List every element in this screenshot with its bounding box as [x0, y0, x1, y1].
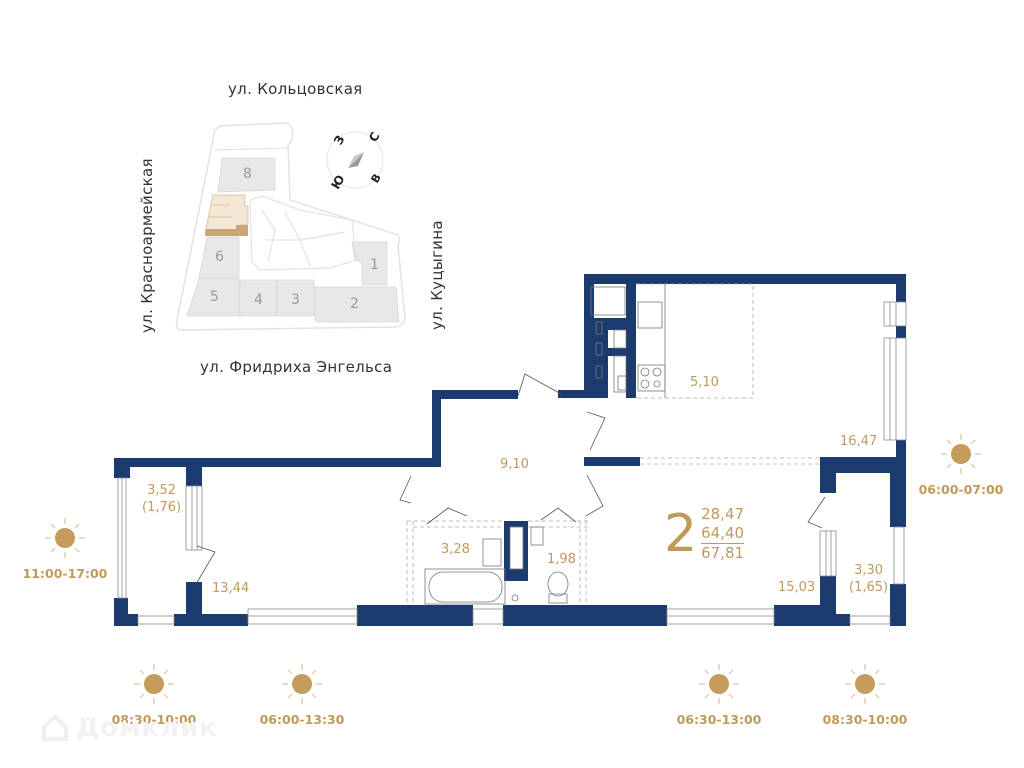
zone-lines [406, 283, 820, 605]
sun-icon [845, 664, 885, 704]
building-2 [314, 286, 400, 323]
building-label-8: 8 [243, 166, 252, 182]
loggia-west-area: 3,52 [147, 483, 177, 498]
house-logo-icon [42, 714, 68, 741]
loggia-east-reduced-area: (1,65) [849, 580, 889, 595]
sun-icon [134, 664, 174, 704]
rooms-count: 2 [664, 504, 698, 564]
highlighted-section [204, 194, 249, 236]
room-area-bedroom: 13,44 [212, 581, 250, 596]
sun-icon [282, 664, 322, 704]
building-label-3: 3 [291, 292, 300, 308]
sun-icon [941, 434, 981, 474]
sun-icon [699, 664, 739, 704]
insolation-west: 11:00-17:00 [10, 516, 120, 581]
doors [195, 373, 826, 585]
building-8 [217, 157, 276, 193]
total-area: 64,40 [701, 524, 745, 544]
insolation-time: 08:30-10:00 [111, 712, 197, 727]
street-label-south: ул. Фридриха Энгельса [200, 358, 393, 376]
insolation-south-2: 06:00-13:30 [247, 662, 357, 727]
kitchen-fixtures [590, 284, 666, 398]
building-label-1: 1 [370, 257, 379, 273]
watermark-text: Домклик [76, 713, 218, 743]
watermark: Домклик [40, 713, 218, 743]
insolation-south-4: 08:30-10:00 [810, 662, 920, 727]
insolation-time: 08:30-10:00 [822, 712, 908, 727]
building-label-6: 6 [215, 249, 224, 265]
loggia-west-reduced-area: (1,76) [142, 500, 182, 515]
insolation-time: 11:00-17:00 [22, 566, 108, 581]
insolation-south-1: 08:30-10:00 [99, 662, 209, 727]
insolation-time: 06:00-07:00 [918, 482, 1004, 497]
building-label-2: 2 [350, 296, 359, 312]
room-area-loggia-east: 3,30 (1,65) [849, 562, 888, 596]
room-area-toilet: 1,98 [547, 552, 576, 567]
building-label-4: 4 [254, 292, 263, 308]
room-area-east-room: 15,03 [778, 580, 816, 595]
apartment-summary: 2 28,47 64,40 67,81 [664, 504, 745, 564]
insolation-east: 06:00-07:00 [906, 432, 1016, 497]
building-4 [239, 279, 277, 317]
site-buildings [186, 157, 400, 323]
insolation-south-3: 06:30-13:00 [664, 662, 774, 727]
windows [117, 301, 907, 625]
building-6 [198, 236, 240, 279]
compass-icon [326, 131, 384, 189]
area-totals: 28,47 64,40 67,81 [701, 505, 745, 563]
street-label-north: ул. Кольцовская [228, 80, 363, 98]
loggia-east-area: 3,30 [854, 563, 884, 578]
sun-icon [45, 518, 85, 558]
room-area-hall: 9,10 [500, 457, 529, 472]
building-3 [276, 279, 315, 317]
bath-fixtures [424, 526, 569, 605]
room-area-living: 16,47 [840, 434, 878, 449]
room-area-bathroom: 3,28 [441, 542, 470, 557]
building-5 [186, 278, 240, 317]
insolation-time: 06:00-13:30 [259, 712, 345, 727]
total-area-with-balconies: 67,81 [701, 544, 745, 562]
room-area-loggia-west: 3,52 (1,76) [142, 482, 181, 516]
living-area: 28,47 [701, 505, 745, 523]
room-area-kitchen: 5,10 [690, 375, 719, 390]
walls [114, 274, 906, 626]
insolation-time: 06:30-13:00 [676, 712, 762, 727]
building-label-5: 5 [210, 289, 219, 305]
